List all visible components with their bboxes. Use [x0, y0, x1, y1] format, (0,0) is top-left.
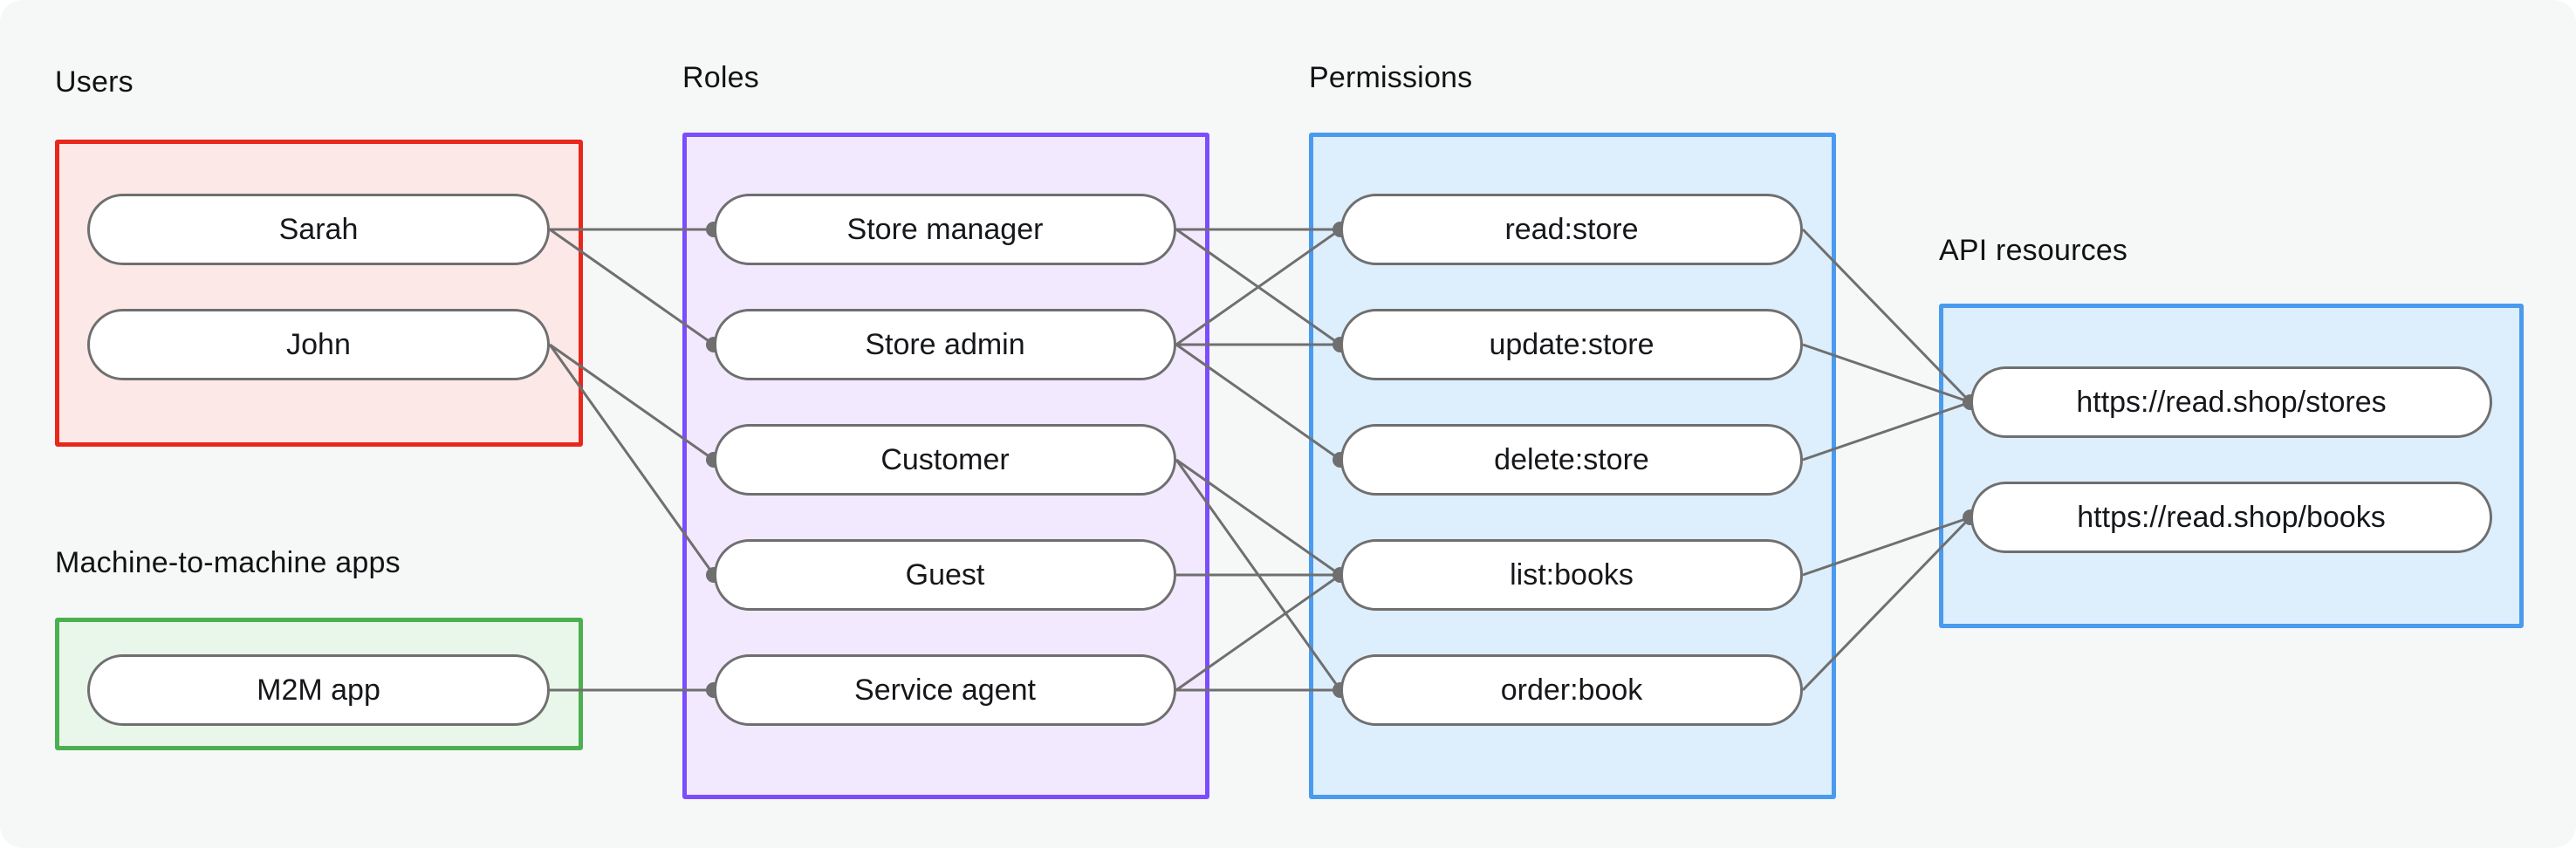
node-list-books[interactable]: list:books	[1340, 539, 1803, 611]
node-guest[interactable]: Guest	[714, 539, 1176, 611]
node-john[interactable]: John	[87, 309, 550, 380]
group-label-permissions: Permissions	[1309, 61, 1473, 94]
node-res-stores[interactable]: https://read.shop/stores	[1970, 366, 2492, 438]
group-box-users	[55, 140, 583, 447]
group-label-api-resources: API resources	[1939, 234, 2128, 267]
node-update-store[interactable]: update:store	[1340, 309, 1803, 380]
node-store-manager[interactable]: Store manager	[714, 194, 1176, 265]
node-sarah[interactable]: Sarah	[87, 194, 550, 265]
node-service-agent[interactable]: Service agent	[714, 654, 1176, 726]
node-m2m-app[interactable]: M2M app	[87, 654, 550, 726]
group-label-roles: Roles	[682, 61, 759, 94]
node-order-book[interactable]: order:book	[1340, 654, 1803, 726]
group-box-api-resources	[1939, 304, 2524, 628]
node-customer[interactable]: Customer	[714, 424, 1176, 496]
node-store-admin[interactable]: Store admin	[714, 309, 1176, 380]
node-res-books[interactable]: https://read.shop/books	[1970, 482, 2492, 553]
group-label-m2m: Machine-to-machine apps	[55, 546, 401, 579]
node-read-store[interactable]: read:store	[1340, 194, 1803, 265]
node-delete-store[interactable]: delete:store	[1340, 424, 1803, 496]
group-label-users: Users	[55, 65, 134, 99]
